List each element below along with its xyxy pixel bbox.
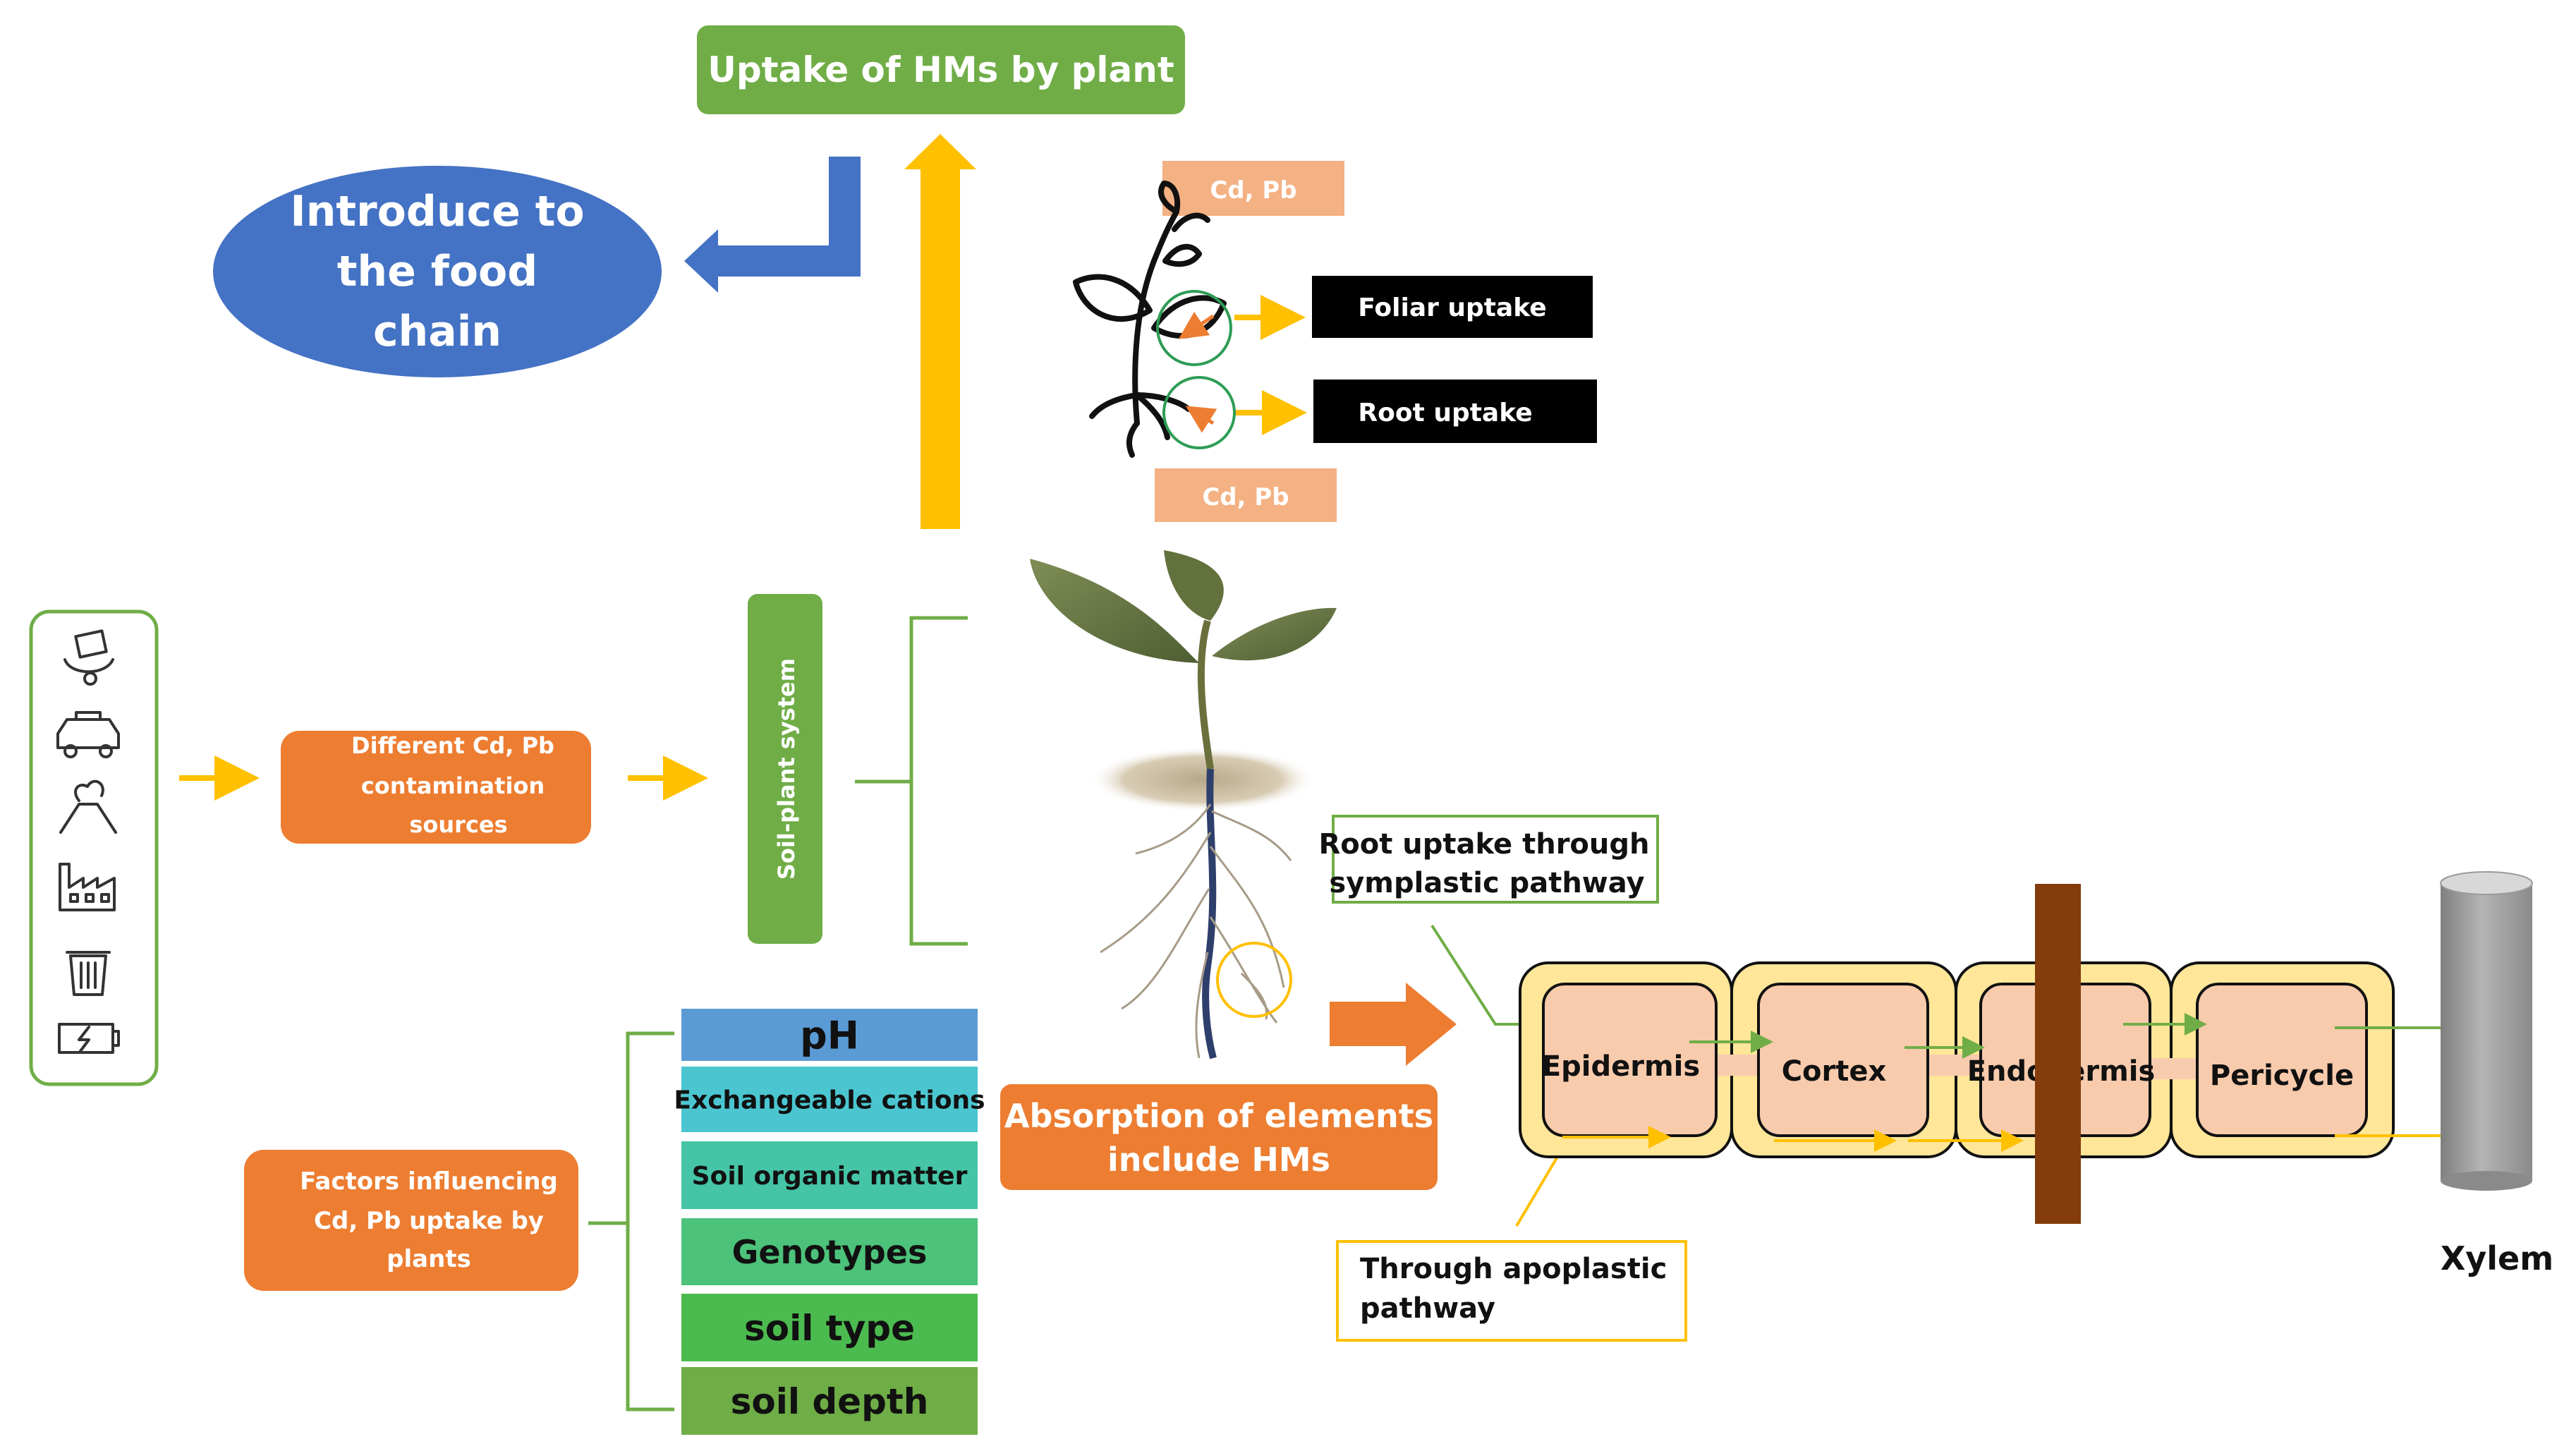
factor-label: soil depth bbox=[731, 1381, 929, 1422]
absorption-to-cells-arrow bbox=[1330, 983, 1457, 1066]
cell-label-epidermis: Epidermis bbox=[1542, 1050, 1700, 1083]
apoplastic-box bbox=[1336, 1240, 1687, 1342]
cdpb-bottom-label: Cd, Pb bbox=[1202, 483, 1289, 511]
up-arrow bbox=[904, 134, 976, 529]
apoplastic-pointer bbox=[1515, 1147, 1564, 1227]
absorption-line-2: include HMs bbox=[1107, 1141, 1330, 1179]
cell-label-pericycle: Pericycle bbox=[2210, 1060, 2354, 1092]
cdpb-top-box bbox=[1162, 161, 1344, 216]
sources-panel bbox=[29, 609, 159, 1086]
root-cells: EpidermisCortexEndodermisPericycle bbox=[1519, 961, 2395, 1158]
cell-label-cortex: Cortex bbox=[1782, 1055, 1887, 1088]
xylem-label: Xylem bbox=[2441, 1239, 2553, 1277]
factor-bar bbox=[681, 1294, 978, 1361]
root-uptake-box bbox=[1313, 380, 1597, 443]
apoplastic-line-2: pathway bbox=[1360, 1292, 1495, 1325]
fertilizer-icon bbox=[63, 629, 114, 686]
contamination-line-1: Different Cd, Pb bbox=[351, 732, 554, 759]
factor-label: pH bbox=[800, 1013, 859, 1057]
factors-line-3: plants bbox=[387, 1245, 471, 1273]
absorption-line-1: Absorption of elements bbox=[1004, 1097, 1433, 1135]
factor-label: Genotypes bbox=[732, 1233, 928, 1271]
food-chain-arrow bbox=[684, 157, 861, 293]
cell-protoplast bbox=[2196, 983, 2368, 1137]
contamination-sources-box bbox=[281, 731, 591, 844]
battery-icon bbox=[58, 1023, 120, 1054]
seedling-illustration bbox=[1030, 550, 1337, 1060]
factor-label: Exchangeable cations bbox=[674, 1086, 985, 1115]
factors-box bbox=[244, 1150, 578, 1291]
food-chain-line-2: the food bbox=[337, 247, 537, 296]
absorption-box bbox=[1000, 1084, 1438, 1190]
trash-icon bbox=[66, 951, 111, 996]
foliar-uptake-label: Foliar uptake bbox=[1358, 293, 1546, 322]
xylem-cylinder bbox=[2440, 871, 2533, 1191]
factory-icon bbox=[59, 863, 116, 911]
food-chain-ellipse bbox=[213, 166, 662, 377]
symplastic-line-2: symplastic pathway bbox=[1329, 867, 1644, 899]
cell-protoplast bbox=[1757, 983, 1929, 1137]
contamination-line-3: sources bbox=[409, 811, 507, 838]
factor-label: soil type bbox=[744, 1308, 915, 1349]
factor-bar bbox=[681, 1141, 978, 1209]
apoplastic-line-1: Through apoplastic bbox=[1360, 1253, 1667, 1285]
symplastic-line-1: Root uptake through bbox=[1318, 828, 1649, 861]
uptake-box bbox=[697, 25, 1185, 114]
plant-line-icon bbox=[1073, 181, 1227, 458]
factors-bracket bbox=[588, 1031, 674, 1411]
factor-label: Soil organic matter bbox=[692, 1162, 968, 1191]
food-chain-line-1: Introduce to bbox=[290, 187, 584, 236]
casparian-strip bbox=[2035, 884, 2081, 1224]
factor-bar bbox=[681, 1009, 978, 1061]
factor-bar bbox=[681, 1067, 978, 1132]
factor-bar bbox=[681, 1367, 978, 1435]
soil-plant-box bbox=[748, 594, 822, 944]
car-icon bbox=[56, 711, 120, 758]
root-zoom-circle bbox=[1162, 376, 1236, 449]
symplastic-box bbox=[1332, 815, 1659, 904]
root-uptake-label: Root uptake bbox=[1358, 399, 1532, 427]
factor-bar bbox=[681, 1218, 978, 1285]
root-tip-circle bbox=[1216, 942, 1292, 1018]
cdpb-bottom-box bbox=[1155, 468, 1337, 522]
foliar-zoom-circle bbox=[1156, 290, 1232, 366]
foliar-orange-arrow bbox=[1178, 311, 1215, 339]
plasmodesma bbox=[2148, 1058, 2199, 1079]
foliar-uptake-box bbox=[1312, 276, 1593, 338]
root-orange-arrow bbox=[1185, 406, 1217, 433]
plasmodesma bbox=[1714, 1055, 1760, 1076]
food-chain-line-3: chain bbox=[373, 307, 502, 356]
uptake-box-label: Uptake of HMs by plant bbox=[707, 49, 1174, 90]
cdpb-top-label: Cd, Pb bbox=[1210, 176, 1296, 205]
factors-line-2: Cd, Pb uptake by bbox=[314, 1207, 544, 1235]
soil-plant-bracket bbox=[855, 616, 968, 946]
volcano-icon bbox=[59, 779, 117, 834]
soil-plant-label: Soil-plant system bbox=[773, 658, 800, 880]
factors-line-1: Factors influencing bbox=[300, 1167, 558, 1196]
contamination-line-2: contamination bbox=[361, 772, 545, 799]
